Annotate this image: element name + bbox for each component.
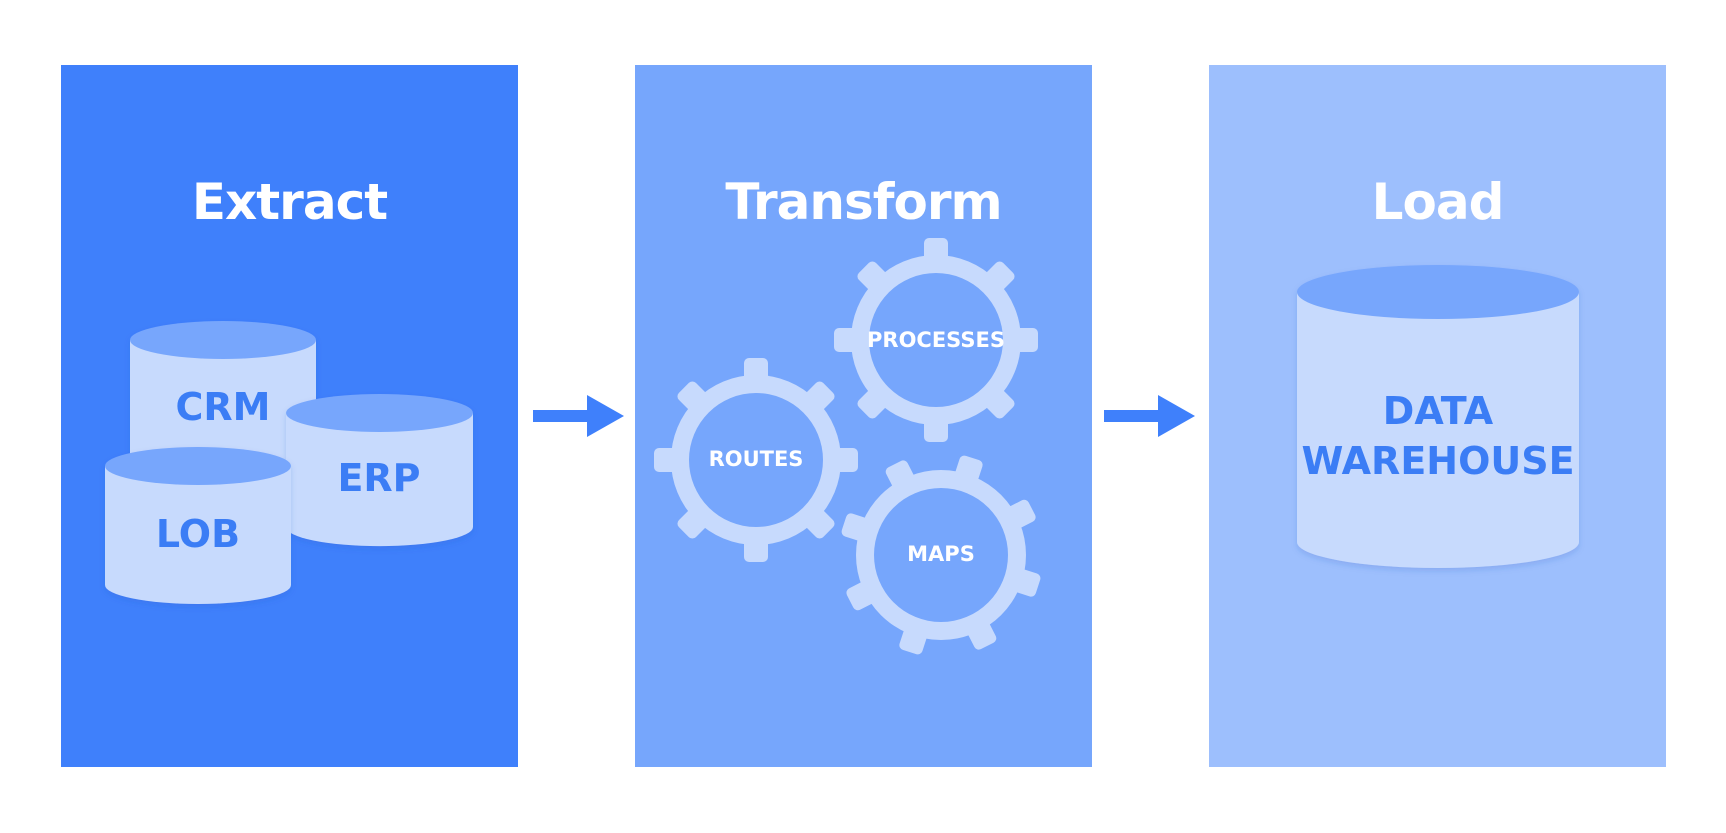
data-warehouse-label-line2: WAREHOUSE: [1301, 439, 1574, 483]
arrow-transform-to-load-icon: [1104, 395, 1195, 437]
processes-label: PROCESSES: [867, 328, 1005, 352]
load-title: Load: [1371, 173, 1505, 231]
erp-label: ERP: [337, 456, 420, 500]
data-warehouse-label-line1: DATA: [1383, 389, 1494, 433]
erp-database-icon: [286, 394, 473, 547]
processes-gear-icon: [834, 238, 1038, 442]
maps-label: MAPS: [907, 542, 975, 566]
crm-database-icon: [130, 321, 316, 474]
routes-gear-icon: [654, 358, 858, 562]
routes-label: ROUTES: [709, 447, 804, 471]
lob-label: LOB: [156, 512, 240, 556]
maps-gear-icon: [841, 455, 1041, 655]
transform-title: Transform: [725, 173, 1002, 231]
crm-label: CRM: [176, 385, 271, 429]
data-warehouse-database-icon: [1297, 265, 1579, 568]
arrow-extract-to-transform-icon: [533, 395, 624, 437]
lob-database-icon: [105, 447, 291, 604]
extract-title: Extract: [191, 173, 388, 231]
